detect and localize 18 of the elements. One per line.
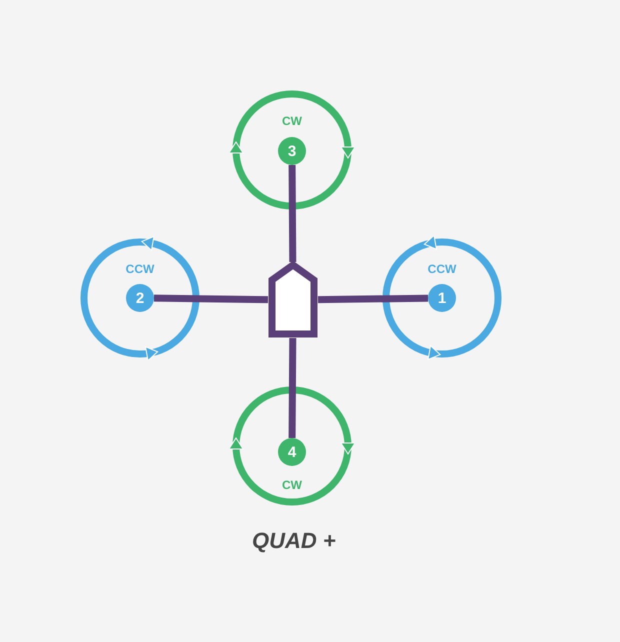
frame-arm: [154, 294, 268, 304]
rotor-ring: [380, 236, 504, 360]
rotation-label: CW: [282, 478, 302, 492]
frame-arm: [288, 164, 296, 262]
rotor-ring: [78, 236, 202, 360]
motor-number: 3: [278, 137, 306, 165]
rotation-label: CCW: [126, 262, 154, 276]
rotation-label: CCW: [428, 262, 456, 276]
controller-board: [268, 262, 318, 338]
frame-arm: [288, 338, 296, 438]
caption: QUAD +: [252, 528, 336, 554]
motor-number: 2: [126, 284, 154, 312]
frame-arm: [318, 294, 428, 304]
motor-number: 4: [278, 438, 306, 466]
motor-number: 1: [428, 284, 456, 312]
rotor-ring: [230, 384, 354, 508]
rotation-label: CW: [282, 114, 302, 128]
rotor-ring: [230, 88, 354, 212]
